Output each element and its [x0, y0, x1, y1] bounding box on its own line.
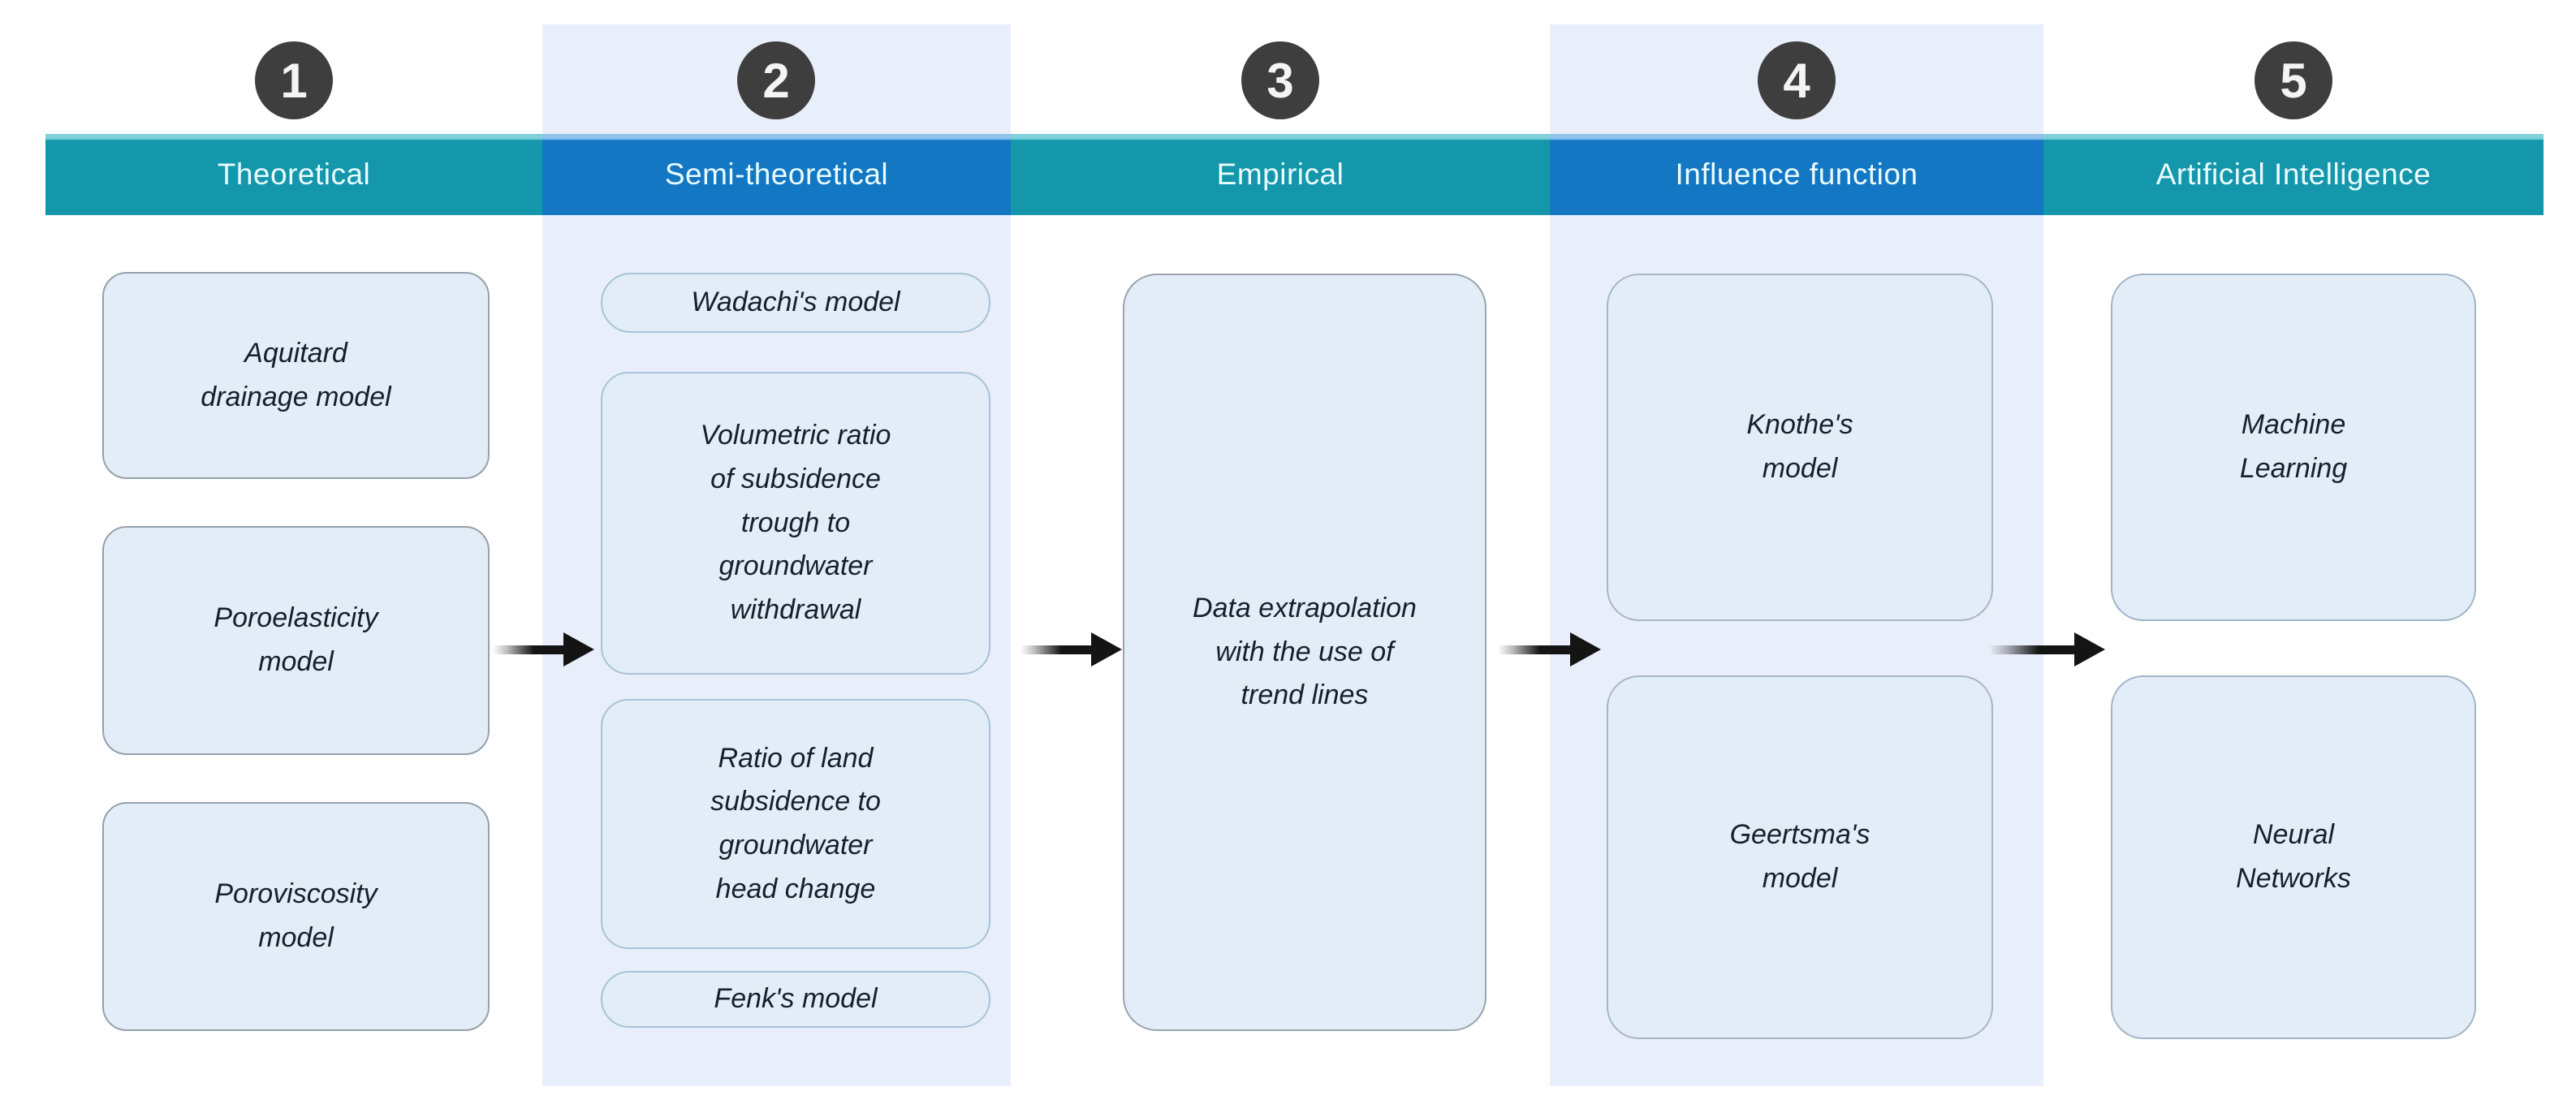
step-circle-4: 4: [1758, 41, 1836, 119]
box-label: Wadachi's model: [691, 287, 900, 318]
box-volumetric-ratio: Volumetric ratio of subsidence trough to…: [601, 372, 990, 675]
column-2-header-semi-theoretical: Semi-theoretical: [542, 134, 1011, 215]
box-label: Neural Networks: [2236, 819, 2351, 894]
arrow-head: [1091, 632, 1122, 667]
arrow-tail: [1989, 645, 2074, 654]
box-aquitard-drainage-model: Aquitard drainage model: [102, 272, 490, 479]
step-circle-5: 5: [2255, 41, 2332, 119]
box-wadachis-model: Wadachi's model: [601, 273, 990, 333]
column-5-header-artificial-intelligence: Artificial Intelligence: [2043, 134, 2544, 215]
column-1-header-theoretical: Theoretical: [45, 134, 542, 215]
box-fenks-model: Fenk's model: [601, 971, 990, 1028]
box-label: Knothe's model: [1746, 409, 1853, 484]
step-number-3: 3: [1266, 53, 1294, 108]
box-label: Ratio of land subsidence to groundwater …: [710, 742, 881, 904]
box-machine-learning: Machine Learning: [2111, 274, 2476, 621]
arrow-tail: [1020, 645, 1091, 654]
box-label: Poroviscosity model: [214, 878, 378, 953]
box-label: Aquitard drainage model: [201, 337, 391, 412]
box-poroviscosity-model: Poroviscosity model: [102, 802, 490, 1031]
step-circle-3: 3: [1241, 41, 1319, 119]
column-3-header-empirical: Empirical: [1011, 134, 1550, 215]
step-number-4: 4: [1783, 53, 1810, 108]
step-number-2: 2: [762, 53, 790, 108]
arrow-right-icon: [493, 632, 594, 667]
box-label: Machine Learning: [2239, 409, 2348, 484]
box-label: Volumetric ratio of subsidence trough to…: [700, 420, 891, 626]
box-label: Fenk's model: [714, 983, 878, 1015]
box-label: Poroelasticity model: [214, 602, 378, 677]
box-neural-networks: Neural Networks: [2111, 675, 2476, 1039]
header-label: Semi-theoretical: [664, 157, 889, 191]
box-data-extrapolation: Data extrapolation with the use of trend…: [1123, 274, 1486, 1031]
step-circle-1: 1: [255, 41, 333, 119]
header-label: Empirical: [1216, 157, 1344, 191]
step-circle-2: 2: [737, 41, 815, 119]
box-knothes-model: Knothe's model: [1607, 274, 1993, 621]
box-label: Data extrapolation with the use of trend…: [1193, 592, 1417, 711]
column-4-header-influence-function: Influence function: [1550, 134, 2043, 215]
arrow-right-icon: [1020, 632, 1122, 667]
arrow-tail: [1498, 645, 1570, 654]
box-ratio-of-land-subsidence: Ratio of land subsidence to groundwater …: [601, 699, 990, 949]
arrow-tail: [493, 645, 563, 654]
arrow-head: [563, 632, 594, 667]
box-geertsmas-model: Geertsma's model: [1607, 675, 1993, 1039]
arrow-right-icon: [1498, 632, 1601, 667]
box-poroelasticity-model: Poroelasticity model: [102, 526, 490, 755]
header-label: Theoretical: [217, 157, 371, 191]
arrow-head: [1570, 632, 1601, 667]
arrow-head: [2074, 632, 2105, 667]
step-number-1: 1: [280, 53, 308, 108]
box-label: Geertsma's model: [1729, 819, 1871, 894]
header-label: Artificial Intelligence: [2155, 157, 2431, 191]
arrow-right-icon: [1989, 632, 2105, 667]
step-number-5: 5: [2280, 53, 2307, 108]
header-label: Influence function: [1675, 157, 1918, 191]
